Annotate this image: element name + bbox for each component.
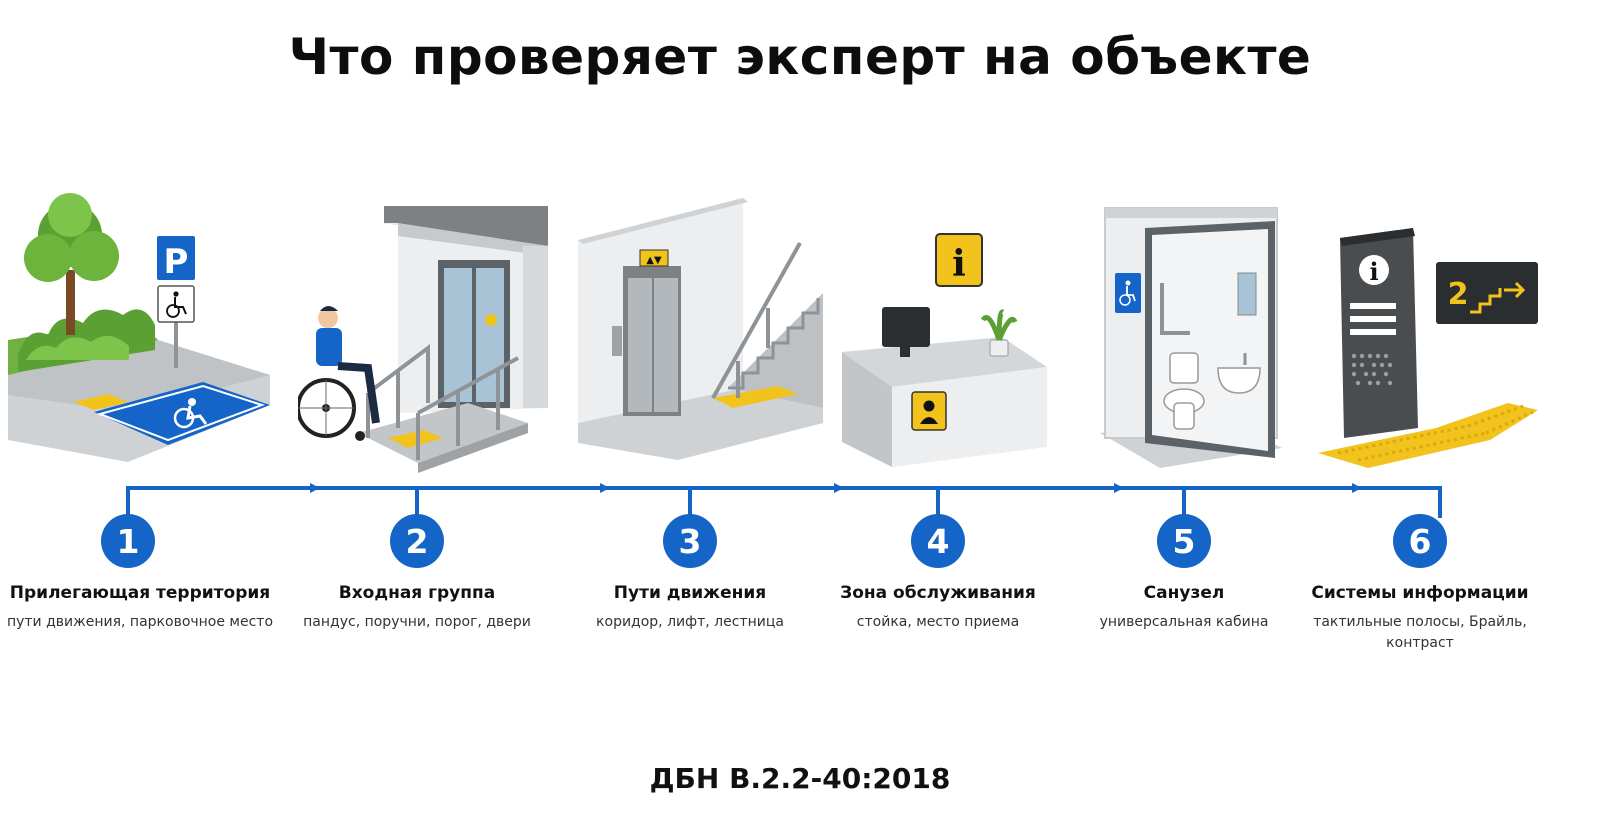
totem-info-letter: i — [1369, 257, 1378, 286]
step-number-6: 6 — [1393, 514, 1447, 568]
step-title-5: Санузел — [1143, 583, 1225, 603]
elevator-stairs-icon: ▲▼ — [578, 198, 823, 460]
parking-icon: P — [8, 193, 270, 462]
info-system-icon: i 2 — [1318, 228, 1538, 468]
entrance-ramp-icon — [298, 206, 548, 473]
floor-sign-number: 2 — [1448, 277, 1469, 312]
connector-6 — [1360, 486, 1442, 518]
info-sign-letter: i — [952, 243, 966, 285]
step-subtitle-5: универсальная кабина — [1099, 614, 1269, 630]
step-subtitle-4: стойка, место приема — [856, 614, 1020, 630]
step-number-5: 5 — [1157, 514, 1211, 568]
step-title-6: Системы информации — [1311, 583, 1529, 603]
connector-1 — [126, 483, 320, 518]
step-subtitle-2: пандус, поручни, порог, двери — [303, 614, 531, 630]
timeline-connector — [126, 483, 1442, 518]
restroom-icon — [1100, 207, 1282, 468]
step-title-4: Зона обслуживания — [840, 583, 1036, 603]
step-title-2: Входная группа — [338, 583, 496, 603]
step-number-1: 1 — [101, 514, 155, 568]
step-title-3: Пути движения — [613, 583, 767, 603]
standard-reference: ДБН В.2.2-40:2018 — [649, 762, 951, 795]
parking-sign-letter: P — [164, 242, 189, 282]
page-title: Что проверяет эксперт на объекте — [288, 28, 1312, 86]
step-number-4: 4 — [911, 514, 965, 568]
step-number-3: 3 — [663, 514, 717, 568]
step-number-2: 2 — [390, 514, 444, 568]
step-title-1: Прилегающая территория — [9, 583, 271, 603]
step-subtitle-3: коридор, лифт, лестница — [596, 614, 784, 630]
step-subtitle-6: тактильные полосы, Брайль, контраст — [1313, 614, 1527, 651]
elevator-indicator: ▲▼ — [646, 255, 662, 266]
step-subtitle-1: пути движения, парковочное место — [6, 614, 274, 630]
service-desk-icon: i — [842, 233, 1047, 467]
